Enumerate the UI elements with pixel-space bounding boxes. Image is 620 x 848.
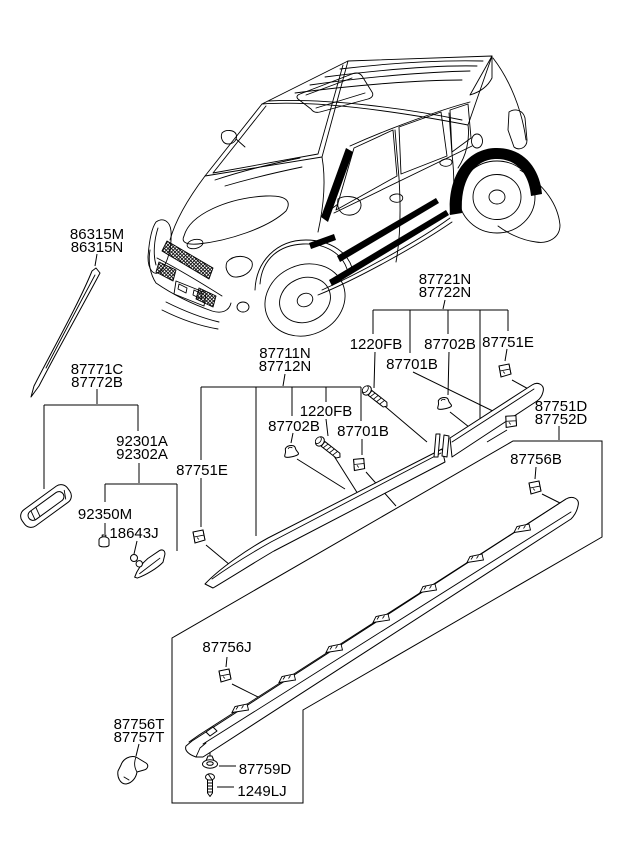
rear-door-molding-part [433, 382, 544, 458]
clip-87756b-part [528, 480, 542, 495]
fender-garnish-part [20, 484, 72, 528]
label-86315m[interactable]: 86315M [70, 226, 124, 243]
cap-87756t-part [117, 756, 149, 785]
clip-87701b-front-part [351, 456, 367, 473]
label-87711n[interactable]: 87711N [259, 345, 310, 362]
label-87722n[interactable]: 87722N [419, 284, 472, 301]
sill-molding-part [185, 496, 579, 758]
label-87751e-rear[interactable]: 87751E [482, 334, 534, 351]
grommet-87702b-rear-part [435, 395, 453, 411]
side-lamp-part [134, 549, 166, 579]
label-87756t[interactable]: 87756T [114, 716, 165, 733]
screw-1249lj-part [205, 773, 215, 797]
label-87751e-front[interactable]: 87751E [176, 462, 228, 479]
clip-87756j-part [218, 668, 232, 683]
label-18643j[interactable]: 18643J [109, 525, 158, 542]
car-illustration [147, 55, 561, 337]
clip-87751e-rear-part [498, 363, 512, 378]
label-87772b[interactable]: 87772B [71, 374, 123, 391]
nut-92350m-part [98, 534, 110, 548]
callout-lines [43, 253, 565, 788]
label-87702b-rear[interactable]: 87702B [424, 336, 476, 353]
label-87701b-rear[interactable]: 87701B [386, 356, 438, 373]
label-1249lj[interactable]: 1249LJ [237, 783, 286, 800]
front-door-molding-part [204, 448, 446, 589]
label-87771c[interactable]: 87771C [71, 361, 124, 378]
label-87721n[interactable]: 87721N [419, 271, 472, 288]
label-1220fb-front[interactable]: 1220FB [300, 403, 353, 420]
a-pillar-trim-part [30, 267, 101, 398]
label-87712n[interactable]: 87712N [259, 358, 312, 375]
label-92301a[interactable]: 92301A [116, 433, 168, 450]
grommet-87702b-front-part [282, 443, 300, 459]
label-92350m[interactable]: 92350M [78, 506, 132, 523]
label-87701b-front[interactable]: 87701B [337, 423, 389, 440]
label-87756b[interactable]: 87756B [510, 451, 562, 468]
label-87756j[interactable]: 87756J [202, 639, 251, 656]
part-labels: 86315M 86315N 87771C 87772B 92301A 92302… [70, 226, 588, 800]
label-87752d[interactable]: 87752D [535, 411, 588, 428]
label-87759d[interactable]: 87759D [239, 761, 292, 778]
clip-87751e-front-part [192, 529, 206, 544]
label-87757t[interactable]: 87757T [114, 729, 165, 746]
grommet-18643j-part [130, 554, 138, 562]
label-87702b-front[interactable]: 87702B [268, 418, 320, 435]
clip-87701b-rear-part [503, 413, 519, 430]
screw-1220fb-rear-part [359, 383, 391, 411]
label-87751d[interactable]: 87751D [535, 398, 588, 415]
grommet-87759d-part [202, 755, 218, 769]
label-1220fb-rear[interactable]: 1220FB [350, 336, 403, 353]
label-92302a[interactable]: 92302A [116, 446, 168, 463]
sill-box-outline [171, 440, 603, 804]
label-86315n[interactable]: 86315N [71, 239, 124, 256]
